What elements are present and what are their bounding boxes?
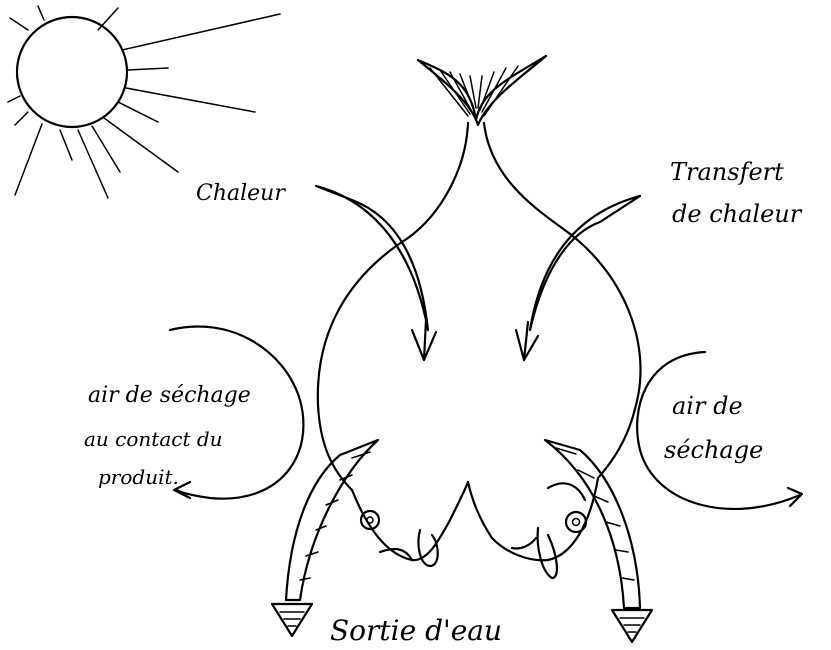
label-heat: Chaleur xyxy=(196,181,286,206)
drying-air-arrow-left xyxy=(170,326,303,498)
heat-arrow-right xyxy=(516,196,640,360)
drying-air-arrow-right xyxy=(637,352,802,509)
label-drying-air-1: air de xyxy=(672,392,743,420)
label-water-out: Sortie d'eau xyxy=(330,614,502,647)
label-air-contact-2: au contact du xyxy=(84,427,223,451)
water-arrow-right xyxy=(545,440,652,642)
fish-drawing xyxy=(318,56,641,578)
label-heat-transfer-2: de chaleur xyxy=(672,200,803,228)
label-drying-air-2: séchage xyxy=(664,436,763,464)
label-heat-transfer-1: Transfert xyxy=(670,158,784,186)
sun-icon xyxy=(8,6,280,198)
heat-arrow-left xyxy=(316,186,436,360)
label-air-contact-1: air de séchage xyxy=(88,383,251,408)
fish-tail xyxy=(418,56,546,125)
label-air-contact-3: produit. xyxy=(98,465,179,489)
